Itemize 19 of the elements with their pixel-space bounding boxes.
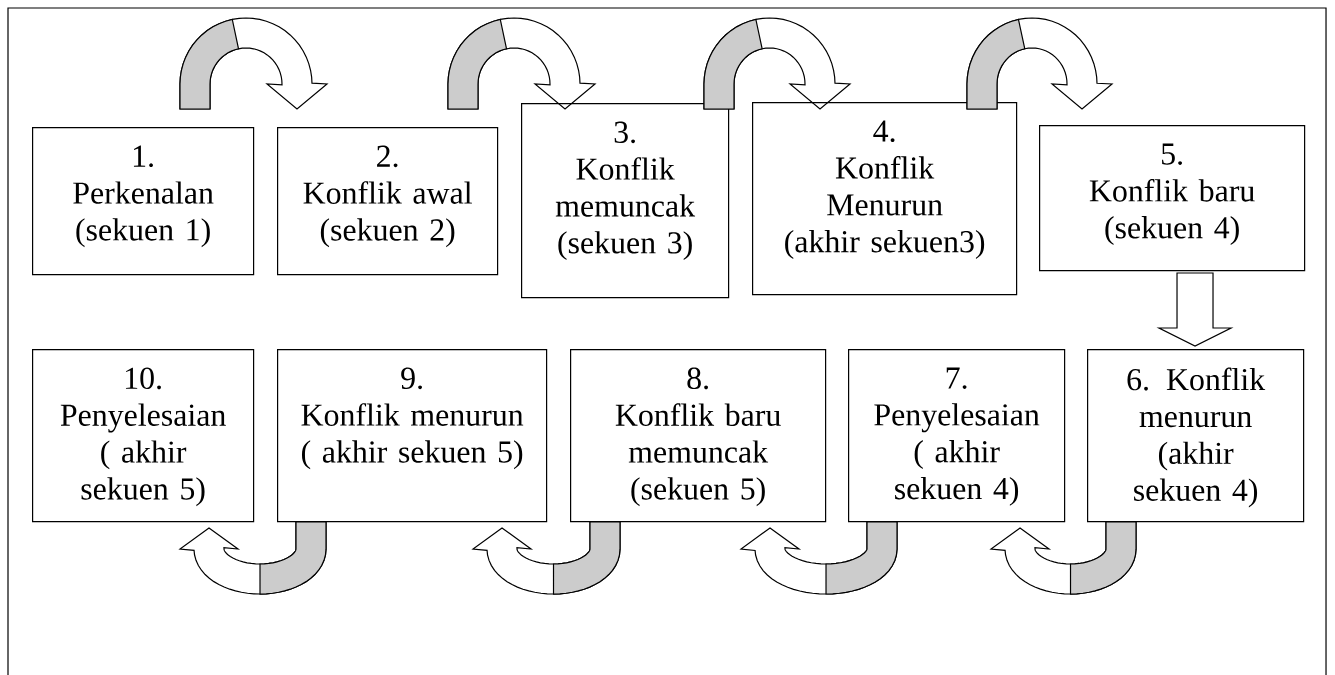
block-arrow bbox=[178, 521, 327, 595]
process-box: 8. Konflik baru memuncak (sekuen 5) bbox=[570, 349, 827, 523]
process-box: 9. Konflik menurun ( akhir sekuen 5) bbox=[277, 349, 548, 523]
process-box: 7. Penyelesaian ( akhir sekuen 4) bbox=[848, 349, 1066, 523]
block-arrow bbox=[989, 521, 1137, 595]
block-arrow bbox=[1156, 272, 1234, 347]
block-arrow bbox=[703, 17, 852, 110]
process-box: 1. Perkenalan (sekuen 1) bbox=[32, 127, 255, 276]
process-box: 3. Konflik memuncak (sekuen 3) bbox=[521, 103, 730, 299]
block-arrow bbox=[179, 17, 329, 110]
process-box: 6. Konflik menurun (akhir sekuen 4) bbox=[1087, 349, 1305, 523]
process-box: 5. Konflik baru (sekuen 4) bbox=[1039, 125, 1306, 272]
block-arrow bbox=[739, 521, 898, 595]
process-box: 10. Penyelesaian ( akhir sekuen 5) bbox=[32, 349, 255, 523]
process-box: 2. Konflik awal (sekuen 2) bbox=[277, 127, 499, 276]
process-box: 4. Konflik Menurun (akhir sekuen3) bbox=[752, 102, 1018, 296]
block-arrow bbox=[447, 17, 597, 110]
block-arrow bbox=[966, 17, 1114, 110]
block-arrow bbox=[471, 521, 621, 595]
